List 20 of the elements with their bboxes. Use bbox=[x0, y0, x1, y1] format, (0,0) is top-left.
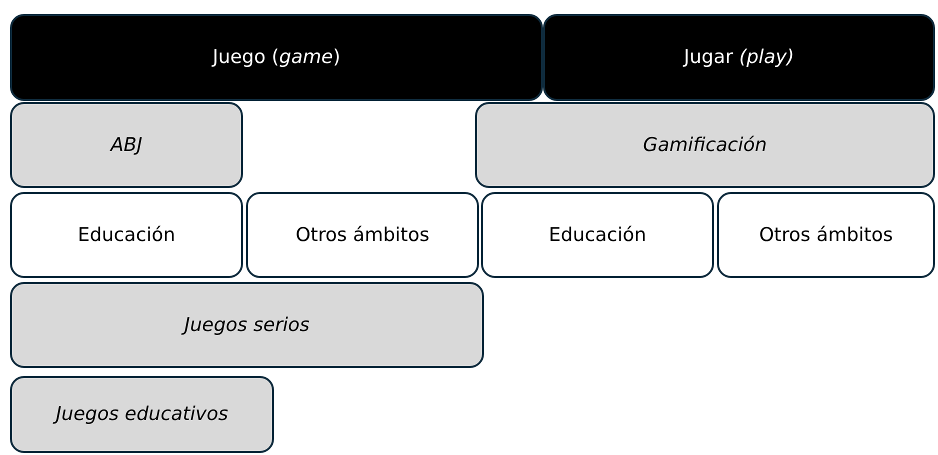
box-label: Educación bbox=[548, 224, 648, 246]
category-box bbox=[10, 102, 243, 188]
box-label: Otros ámbitos bbox=[294, 224, 430, 246]
box-label: Juegos educativos bbox=[50, 403, 234, 426]
box-label: Juegos serios bbox=[178, 314, 316, 336]
category-box bbox=[10, 376, 274, 453]
header-box bbox=[543, 14, 935, 101]
box-label: Otros ámbitos bbox=[758, 224, 894, 246]
domain-box bbox=[10, 192, 243, 278]
box-label: Juego (game) bbox=[210, 46, 342, 69]
header-box bbox=[10, 14, 543, 101]
category-box bbox=[475, 102, 935, 188]
box-label: Jugar (play) bbox=[682, 46, 796, 69]
domain-box bbox=[717, 192, 935, 278]
box-label: Gamificación bbox=[642, 134, 768, 156]
domain-box bbox=[246, 192, 479, 278]
category-box bbox=[10, 282, 484, 368]
domain-box bbox=[481, 192, 714, 278]
box-label: ABJ bbox=[108, 134, 144, 156]
box-label: Educación bbox=[76, 224, 176, 246]
